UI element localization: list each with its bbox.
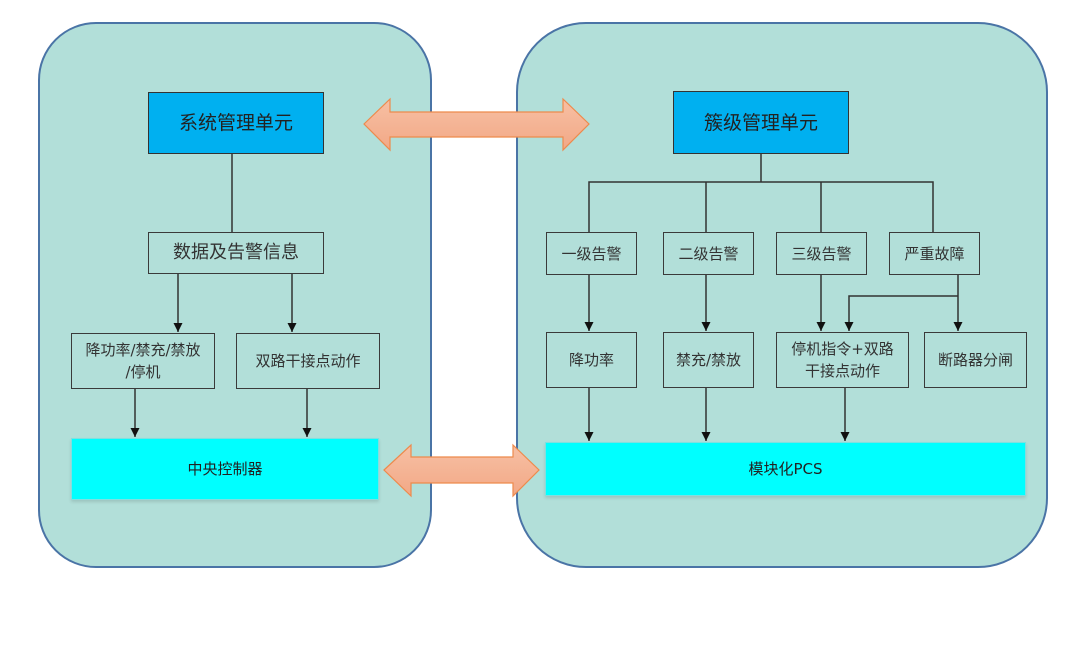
data-alarm-info-label: 数据及告警信息: [173, 242, 299, 263]
severe-fault-label: 严重故障: [904, 244, 965, 263]
alarm-level-2-label: 二级告警: [678, 244, 739, 263]
alarm-level-1-box: 一级告警: [546, 232, 637, 275]
breaker-trip-box: 断路器分闸: [924, 332, 1027, 388]
alarm-level-1-label: 一级告警: [561, 244, 622, 263]
severe-fault-box: 严重故障: [889, 232, 980, 275]
central-controller-label: 中央控制器: [187, 460, 263, 478]
cluster-management-unit: 簇级管理单元: [673, 91, 849, 154]
charge-discharge-ban-box: 禁充/禁放: [663, 332, 754, 388]
shutdown-dry-contact-box: 停机指令+双路 干接点动作: [776, 332, 909, 388]
central-controller: 中央控制器: [71, 438, 379, 500]
power-reduction-label: 降功率: [568, 351, 614, 369]
shutdown-dry-contact-line-2: 干接点动作: [804, 362, 880, 380]
power-limit-action-box: 降功率/禁充/禁放 /停机: [71, 333, 215, 389]
cluster-management-unit-label: 簇级管理单元: [703, 111, 818, 134]
shutdown-dry-contact-line-1: 停机指令+双路: [791, 340, 894, 358]
alarm-level-2-box: 二级告警: [663, 232, 754, 275]
power-reduction-box: 降功率: [546, 332, 637, 388]
dry-contact-action-box: 双路干接点动作: [236, 333, 380, 389]
modular-pcs-label: 模块化PCS: [748, 460, 823, 478]
alarm-level-3-box: 三级告警: [776, 232, 867, 275]
power-limit-action-line-2: /停机: [125, 363, 161, 381]
system-management-unit-label: 系统管理单元: [178, 112, 293, 134]
modular-pcs: 模块化PCS: [545, 442, 1026, 496]
charge-discharge-ban-label: 禁充/禁放: [675, 351, 742, 369]
power-limit-action-line-1: 降功率/禁充/禁放: [85, 341, 201, 359]
dry-contact-action-label: 双路干接点动作: [255, 352, 361, 370]
breaker-trip-label: 断路器分闸: [937, 351, 1013, 369]
alarm-level-3-label: 三级告警: [791, 244, 852, 263]
data-alarm-info-box: 数据及告警信息: [148, 232, 324, 274]
system-management-unit: 系统管理单元: [148, 92, 324, 154]
